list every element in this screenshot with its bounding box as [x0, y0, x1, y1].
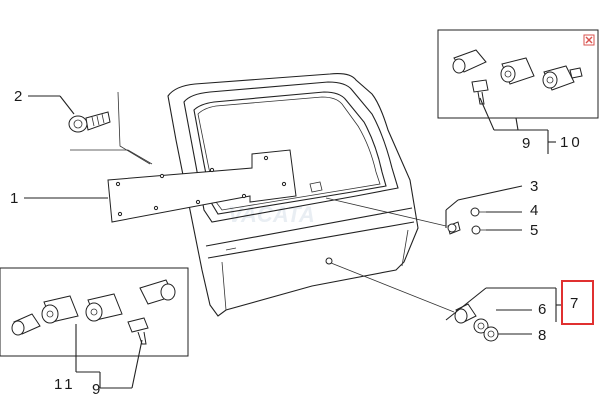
inset-bottom-left [0, 267, 189, 357]
callout-11: 11 [54, 376, 76, 393]
part-4-screw [470, 207, 486, 217]
cover-plate [107, 149, 297, 223]
screw [68, 111, 111, 133]
part-3-bumper [447, 221, 461, 235]
part-8-seal [483, 326, 499, 342]
close-icon[interactable] [583, 34, 595, 46]
callout-3: 3 [530, 178, 538, 195]
callout-leaders-3-5 [445, 185, 523, 231]
callout-bottom-leaders [75, 324, 143, 389]
callout-2: 2 [14, 88, 22, 105]
callout-5: 5 [530, 222, 538, 239]
part-5-stop [471, 225, 486, 235]
callout-9-bottom: 9 [92, 381, 100, 398]
callout-2-leader [28, 95, 75, 115]
callout-4: 4 [530, 202, 538, 219]
callout-leaders-6-8 [445, 287, 562, 335]
callout-6: 6 [538, 301, 546, 318]
callout-7: 7 [570, 295, 578, 312]
inset-top-right [437, 29, 599, 119]
callout-8: 8 [538, 327, 546, 344]
callout-1: 1 [10, 190, 18, 207]
callout-9-top: 9 [522, 135, 530, 152]
callout-9-top-leader [479, 97, 556, 154]
part-6-washer [473, 318, 489, 334]
callout-7-highlight[interactable]: 7 [561, 280, 594, 325]
tailgate [167, 73, 419, 317]
callout-10: 10 [560, 134, 583, 151]
part-6-lock-barrel [454, 303, 477, 324]
